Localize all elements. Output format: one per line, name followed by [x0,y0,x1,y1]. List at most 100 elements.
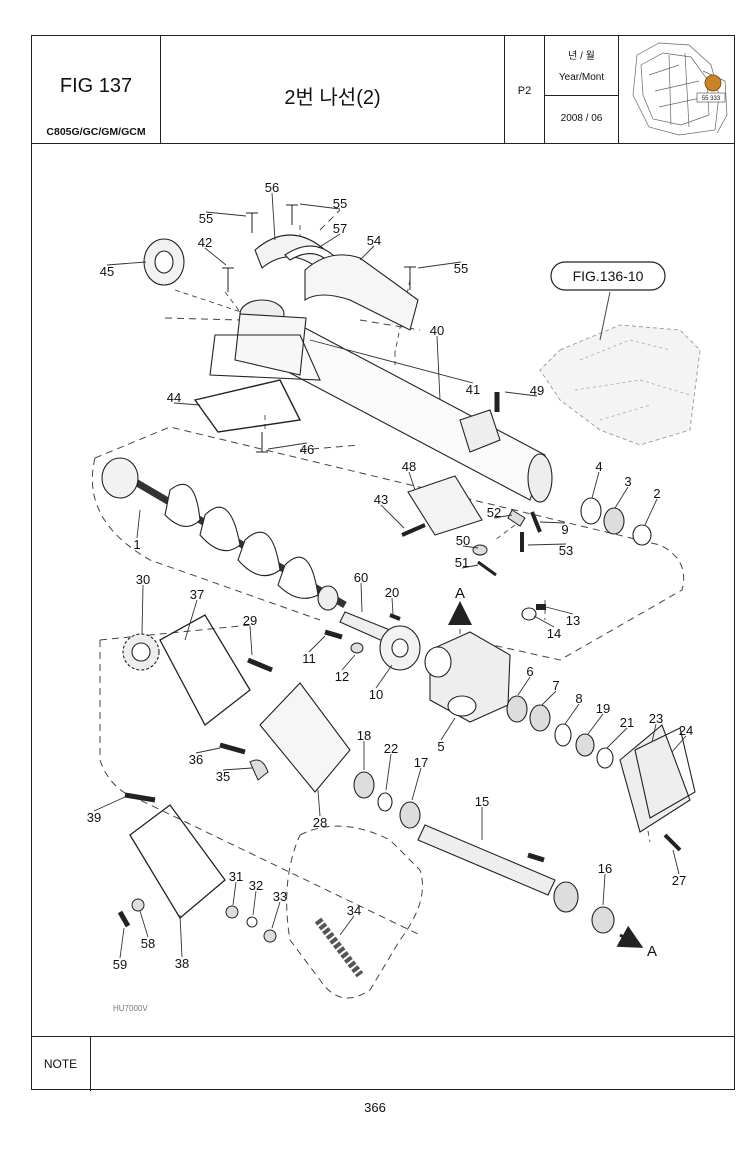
leader-line-2 [644,498,658,526]
callout-35: 35 [216,769,230,784]
callout-9: 9 [561,522,568,537]
leader-line-41 [309,339,474,384]
assembly-boundary [91,209,685,999]
callout-38: 38 [175,956,189,971]
part-31-washer [225,905,239,919]
part-21-ring [596,747,614,769]
callout-10: 10 [369,687,383,702]
callout-16: 16 [598,861,612,876]
leader-line-59 [119,927,125,959]
leader-line-21 [606,727,628,749]
callout-51: 51 [455,555,469,570]
leader-line-60 [360,582,363,613]
part-22-ring [377,792,393,812]
part-46-bolt [256,432,268,453]
part-8-ring [554,723,572,747]
highlight-marker [704,74,722,92]
part-2-washer [632,524,652,546]
locator-thumbnail-cell: 55 333 [619,35,735,144]
part-55-bolt [246,212,258,233]
part-18-bearing [353,771,375,799]
part-19-gear-upper [575,733,595,757]
part-7-bearing [529,704,551,732]
part-52-clip [507,509,526,527]
part-5-gearbox [424,631,511,723]
callout-50: 50 [456,533,470,548]
reference-assembly-fig-136-10: FIG.136-10 [539,261,701,446]
thumb-label: 55 333 [702,96,721,102]
part-51-pin [477,560,497,577]
leader-line-58 [139,910,149,938]
leader-line-46 [267,442,308,450]
part-20-key-lower [527,852,545,863]
figure-number: FIG 137 [59,75,133,97]
leader-line-57 [317,233,341,249]
part-55-bolt [286,204,298,225]
leader-line-36 [195,747,221,754]
leader-line-40 [436,335,441,401]
leader-line-37 [184,599,198,641]
callout-8: 8 [575,691,582,706]
callout-14: 14 [547,626,561,641]
callout-41: 41 [466,382,480,397]
leader-line-9 [539,521,566,524]
leader-line-17 [411,767,422,801]
arrow-label: A [647,943,657,960]
leader-line-45 [106,261,147,266]
part-23-cover [619,724,691,833]
leader-line-24 [671,735,687,753]
leader-line-33 [271,901,281,929]
part-14-oring [521,607,537,621]
leader-line-55 [299,203,341,210]
leader-line-51 [461,564,479,569]
callout-55: 55 [454,261,468,276]
title-cell: 2번 나선(2) [161,35,505,144]
leader-line-20 [391,597,394,615]
direction-arrow-a-upper: A [448,585,472,625]
callout-36: 36 [189,752,203,767]
page-code: P2 [517,85,532,97]
callout-39: 39 [87,810,101,825]
part-20-key-upper [389,613,401,621]
part-12-washer [350,642,364,654]
arrow-label: A [455,585,465,602]
callout-numbers: 1234567891011121314151617181920212223242… [87,180,693,972]
page-number: 366 [364,1100,386,1115]
callout-55: 55 [199,211,213,226]
part-9-bolt [530,511,542,533]
callout-29: 29 [243,613,257,628]
leader-line-44 [173,402,201,406]
note-row: NOTE [31,1036,735,1091]
part-24-gasket [634,727,696,819]
leader-line-6 [517,676,531,696]
direction-arrow-a-lower: A [616,925,657,960]
part-30-sprocket [122,633,160,671]
leader-line-14 [533,615,555,628]
reference-leader [599,291,611,341]
part-6-bearing [506,695,528,723]
part-15-shaft [417,824,556,896]
callout-56: 56 [265,180,279,195]
leader-line-34 [339,915,355,936]
leader-line-54 [359,245,375,261]
callout-42: 42 [198,235,212,250]
model-list: C805G/GC/GM/GCM [46,126,146,138]
callout-23: 23 [649,711,663,726]
callout-37: 37 [190,587,204,602]
callout-17: 17 [414,755,428,770]
callout-24: 24 [679,723,693,738]
callout-20: 20 [385,585,399,600]
callout-54: 54 [367,233,381,248]
callout-58: 58 [141,936,155,951]
leader-line-32 [252,890,257,916]
part-4-ring [580,497,602,525]
callout-2: 2 [653,486,660,501]
date-cell: 년 / 월 Year/Mont 2008 / 06 [545,35,619,144]
callout-33: 33 [273,889,287,904]
drawing-sheet [31,35,735,1090]
part-42-bolt [222,267,234,292]
part-50-washer [472,544,488,556]
part-55-bolt [404,266,416,290]
leader-line-39 [93,796,126,812]
page-code-cell: P2 [505,35,545,144]
